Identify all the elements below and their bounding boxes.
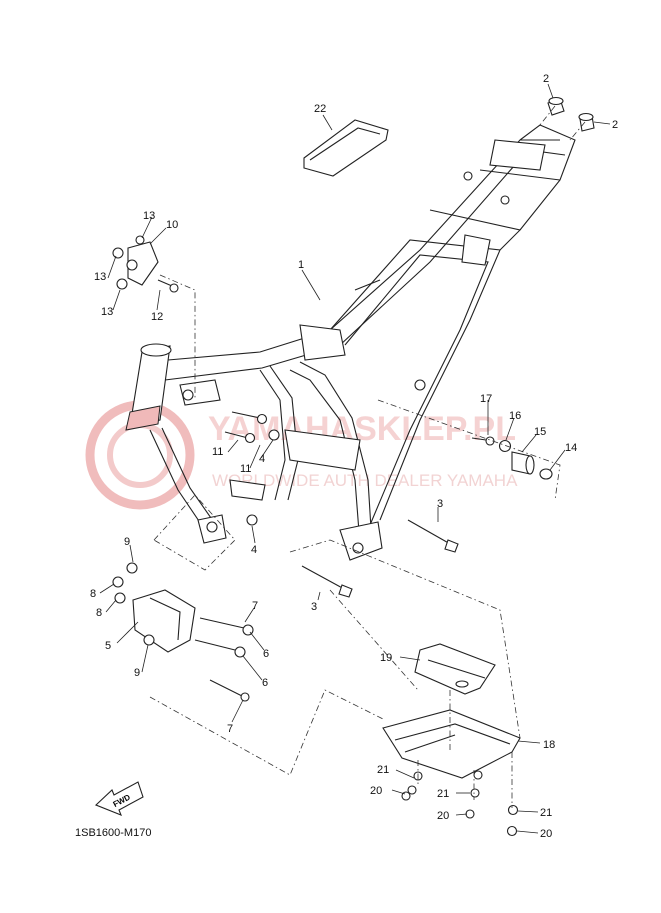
callout-15: 15 bbox=[534, 426, 546, 438]
callout-7: 7 bbox=[227, 723, 233, 735]
callout-6: 6 bbox=[262, 677, 268, 689]
callout-7: 7 bbox=[252, 600, 258, 612]
callout-21: 21 bbox=[437, 788, 449, 800]
callout-9: 9 bbox=[124, 536, 130, 548]
fwd-arrow-icon bbox=[94, 781, 144, 816]
part-20-21-fasteners bbox=[401, 785, 519, 837]
callout-1: 1 bbox=[298, 259, 304, 271]
part-10-bracket-set bbox=[112, 235, 179, 293]
fwd-arrow: FWD bbox=[94, 781, 144, 816]
callout-3: 3 bbox=[437, 498, 443, 510]
callout-20: 20 bbox=[437, 810, 449, 822]
callout-11: 11 bbox=[212, 446, 223, 458]
callout-8: 8 bbox=[90, 588, 96, 600]
callout-4: 4 bbox=[259, 453, 265, 465]
part-4-spacers bbox=[246, 429, 280, 526]
callout-9: 9 bbox=[134, 667, 140, 679]
callout-20: 20 bbox=[540, 828, 552, 840]
watermark-subtitle: WORLDWIDE AUTH DEALER YAMAHA bbox=[212, 471, 518, 490]
callout-2: 2 bbox=[612, 119, 618, 131]
part-19-plate bbox=[414, 643, 496, 695]
callout-4: 4 bbox=[251, 544, 257, 556]
callout-11: 11 bbox=[240, 463, 251, 475]
watermark: YAMAHASKLEP.PL WORLDWIDE AUTH DEALER YAM… bbox=[85, 400, 518, 510]
callout-17: 17 bbox=[480, 393, 492, 405]
leader-lines bbox=[99, 83, 611, 834]
callout-13: 13 bbox=[143, 210, 155, 222]
part-18-skid-plate bbox=[382, 709, 521, 781]
callout-13: 13 bbox=[94, 271, 106, 283]
callout-22: 22 bbox=[314, 103, 326, 115]
callouts: 1 2 2 22 10 13 13 13 12 11 11 4 4 3 3 17… bbox=[90, 73, 618, 840]
callout-6: 6 bbox=[263, 648, 269, 660]
callout-18: 18 bbox=[543, 739, 555, 751]
callout-14: 14 bbox=[565, 442, 577, 454]
callout-16: 16 bbox=[509, 410, 521, 422]
part-3-bolts bbox=[301, 519, 459, 598]
callout-20: 20 bbox=[370, 785, 382, 797]
callout-21: 21 bbox=[377, 764, 389, 776]
part-2-caps bbox=[547, 96, 595, 132]
callout-12: 12 bbox=[151, 311, 163, 323]
reference-lines bbox=[149, 105, 586, 808]
part-11-bolts bbox=[224, 411, 268, 444]
callout-5: 5 bbox=[105, 640, 111, 652]
callout-21: 21 bbox=[540, 807, 552, 819]
callout-10: 10 bbox=[166, 219, 178, 231]
diagram-code: 1SB1600-M170 bbox=[75, 827, 151, 839]
part-14-17-spacer-set bbox=[471, 436, 553, 480]
watermark-text: YAMAHASKLEP.PL bbox=[208, 410, 516, 448]
callout-2: 2 bbox=[543, 73, 549, 85]
callout-8: 8 bbox=[96, 607, 102, 619]
callout-19: 19 bbox=[380, 652, 392, 664]
part-5-engine-bracket bbox=[112, 562, 254, 702]
part-22-seat-pad bbox=[303, 119, 389, 177]
callout-13: 13 bbox=[101, 306, 113, 318]
callout-3: 3 bbox=[311, 601, 317, 613]
part-1-main-frame bbox=[125, 124, 576, 561]
